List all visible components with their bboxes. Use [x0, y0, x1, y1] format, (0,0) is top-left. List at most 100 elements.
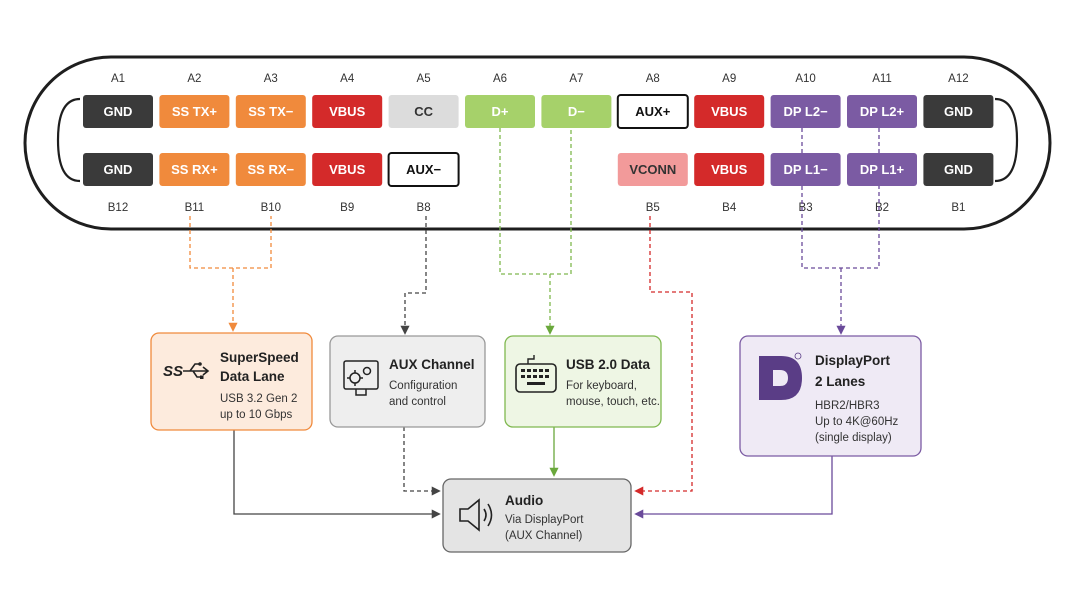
pin-number: A5: [417, 73, 431, 85]
tongue-right-bracket: [994, 97, 1019, 183]
superspeed-detail-2: up to 10 Gbps: [220, 409, 292, 421]
gear-settings-icon: [343, 360, 379, 396]
pin-label: SS RX+: [171, 162, 218, 177]
pin-label: VBUS: [329, 104, 365, 119]
pin-b3: [770, 153, 841, 186]
pin-number: A1: [111, 73, 125, 85]
pin-number: A4: [340, 73, 355, 85]
tongue-left-bracket: [56, 97, 81, 183]
connection-lines: [189, 128, 880, 519]
audio-box: Audio Via DisplayPort (AUX Channel): [442, 478, 632, 553]
pin-number: B3: [799, 202, 813, 214]
pin-label: VBUS: [711, 104, 747, 119]
pin-b8: [387, 152, 460, 187]
usb-superspeed-icon: SS: [163, 362, 210, 380]
pin-number: B2: [875, 202, 889, 214]
displayport-box: DisplayPort 2 Lanes HBR2/HBR3 Up to 4K@6…: [739, 335, 922, 457]
aux-detail-2: and control: [389, 396, 446, 408]
pin-a4: [312, 95, 383, 128]
pin-number: B11: [185, 202, 205, 214]
pin-number: B9: [340, 202, 354, 214]
usb2-detail-2: mouse, touch, etc.: [566, 396, 660, 408]
pin-b4: [694, 153, 765, 186]
pin-number: B5: [646, 202, 660, 214]
keyboard-icon: [515, 355, 557, 393]
pin-label: SS TX−: [248, 104, 294, 119]
pin-a2: [159, 95, 230, 128]
pin-label: D−: [568, 104, 585, 119]
pin-number: A11: [872, 73, 892, 85]
pin-label: VBUS: [711, 162, 747, 177]
dp-to-audio-line: [634, 456, 833, 519]
pin-number: B10: [261, 202, 281, 214]
aux-to-audio-line: [403, 427, 441, 496]
pin-a11: [847, 95, 917, 128]
pin-b2: [847, 153, 917, 186]
pin-number: A12: [948, 73, 968, 85]
pin-a6: [465, 95, 535, 128]
bottom-pin-row: GND B12 SS RX+ B11 SS RX− B10 VBUS B9 AUX− B8 VCON…: [83, 152, 994, 214]
displayport-logo-icon: [759, 352, 802, 400]
dp-title-2: 2 Lanes: [815, 374, 865, 389]
pin-b5: [617, 153, 688, 186]
pin-b12: [83, 153, 153, 186]
svg-text:SS: SS: [163, 363, 183, 380]
pin-a9: [694, 95, 765, 128]
pin-number: A3: [264, 73, 278, 85]
pin-number: A7: [569, 73, 583, 85]
pin-label: VCONN: [629, 162, 676, 177]
pin-number: A10: [795, 73, 815, 85]
dp-detail-2: Up to 4K@60Hz: [815, 416, 899, 428]
pin-label: DP L2−: [783, 104, 828, 119]
usb2-detail-1: For keyboard,: [566, 380, 637, 392]
pin-label: DP L1+: [860, 162, 905, 177]
dp-detail-1: HBR2/HBR3: [815, 400, 880, 412]
superspeed-detail-1: USB 3.2 Gen 2: [220, 393, 297, 405]
pin-a5: [388, 95, 459, 128]
pin-label: VBUS: [329, 162, 365, 177]
ss-to-audio-line: [233, 430, 441, 519]
usb2-title: USB 2.0 Data: [566, 357, 651, 372]
pin-number: B1: [951, 202, 965, 214]
pin-label: GND: [104, 104, 133, 119]
pin-label: GND: [944, 162, 973, 177]
pin-number: A9: [722, 73, 736, 85]
pin-b1: [923, 153, 994, 186]
audio-detail-1: Via DisplayPort: [505, 514, 584, 526]
superspeed-box: SS SuperSpeed Data Lane USB 3.2 Gen 2 up…: [150, 332, 313, 431]
pin-a7: [541, 95, 612, 128]
audio-title: Audio: [505, 493, 543, 508]
pin-label: SS RX−: [247, 162, 294, 177]
pin-number: B12: [108, 202, 128, 214]
pin-label: GND: [104, 162, 133, 177]
pin-label: DP L2+: [860, 104, 905, 119]
pin-a12: [923, 95, 994, 128]
ss-connection-line: [189, 216, 272, 330]
speaker-icon: [459, 498, 493, 532]
pin-label: AUX−: [406, 162, 441, 177]
aux-connection-line: [400, 216, 427, 335]
pin-a3: [235, 95, 306, 128]
usb2-connection-line: [499, 128, 572, 333]
pin-label: D+: [492, 104, 509, 119]
usb2-box: USB 2.0 Data For keyboard, mouse, touch,…: [504, 335, 662, 428]
aux-detail-1: Configuration: [389, 380, 457, 392]
pin-label: AUX+: [635, 104, 670, 119]
pin-number: A8: [646, 73, 660, 85]
pin-label: GND: [944, 104, 973, 119]
pin-number: B4: [722, 202, 737, 214]
superspeed-title-2: Data Lane: [220, 369, 285, 384]
pin-number: B8: [417, 202, 431, 214]
pin-number: A2: [187, 73, 201, 85]
pin-number: A6: [493, 73, 507, 85]
pin-a8: [616, 94, 689, 129]
vconn-connection-line: [634, 216, 693, 496]
pin-label: CC: [414, 104, 433, 119]
dp-title-1: DisplayPort: [815, 353, 891, 368]
connector-shell: [23, 55, 1052, 231]
aux-title: AUX Channel: [389, 357, 475, 372]
dp-detail-3: (single display): [815, 432, 892, 444]
pin-b9: [312, 153, 383, 186]
